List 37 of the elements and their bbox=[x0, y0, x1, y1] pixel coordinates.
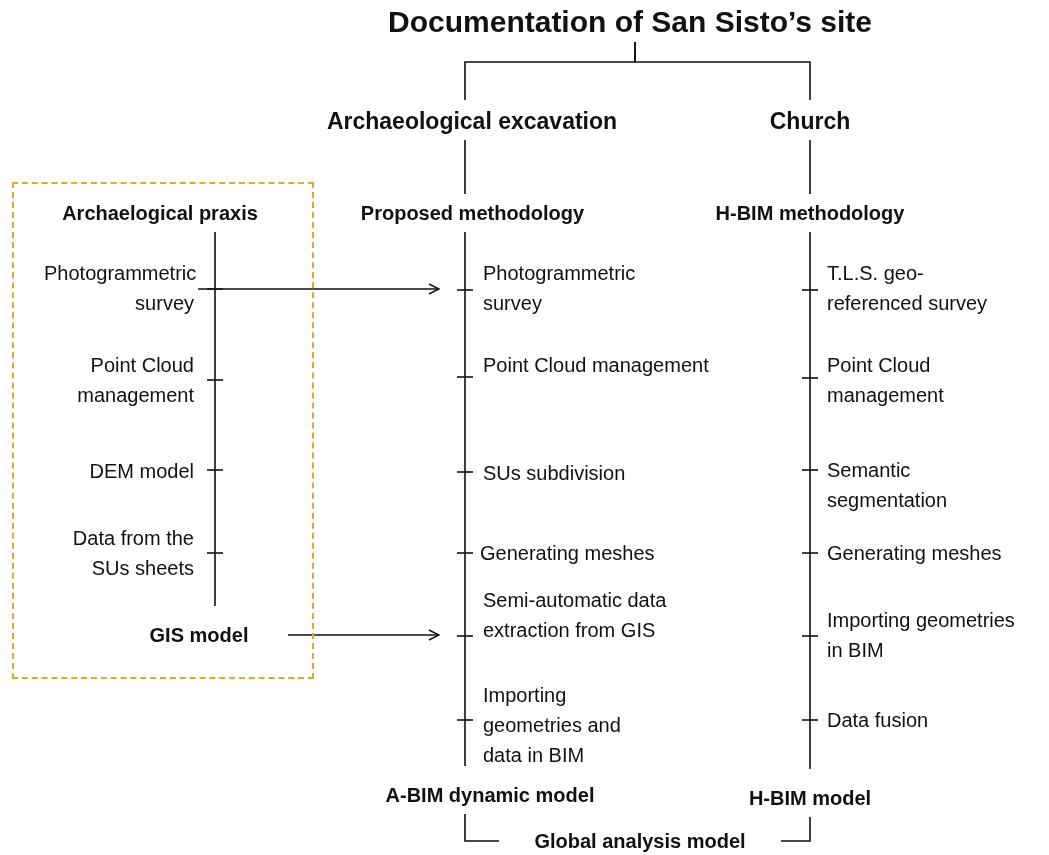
step-label: Data fusion bbox=[827, 705, 1027, 735]
branch-heading: Archaeological excavation bbox=[292, 106, 652, 136]
branch-heading: Church bbox=[755, 106, 865, 136]
step-label: Generating meshes bbox=[480, 538, 710, 568]
step-label: T.L.S. geo-referenced survey bbox=[827, 258, 997, 318]
result-label: GIS model bbox=[114, 620, 284, 650]
dashed-frame bbox=[12, 182, 314, 679]
step-label: Data from the SUs sheets bbox=[44, 523, 194, 583]
connector-line bbox=[464, 813, 500, 842]
step-label: Point Cloud management bbox=[44, 350, 194, 410]
column-heading: Proposed methodology bbox=[330, 198, 615, 228]
step-label: SUs subdivision bbox=[483, 458, 713, 488]
step-label: Semantic segmentation bbox=[827, 455, 1027, 515]
connector-line bbox=[464, 139, 466, 195]
column-heading: H-BIM methodology bbox=[685, 198, 935, 228]
result-label: A-BIM dynamic model bbox=[340, 780, 640, 810]
step-label: Photogrammetric survey bbox=[483, 258, 673, 318]
step-label: Photogrammetric survey bbox=[44, 258, 194, 318]
step-label: Importing geometries and data in BIM bbox=[483, 680, 653, 770]
arrow bbox=[287, 629, 440, 641]
step-label: Point Cloud management bbox=[827, 350, 1027, 410]
step-label: Generating meshes bbox=[827, 538, 1042, 568]
step-label: Point Cloud management bbox=[483, 350, 713, 380]
connector-line bbox=[809, 231, 811, 770]
column-heading: Archaelogical praxis bbox=[25, 198, 295, 228]
connector-line bbox=[214, 231, 216, 607]
site-heading: Documentation of San Sisto’s site bbox=[330, 4, 930, 40]
step-label: Semi-automatic data extraction from GIS bbox=[483, 585, 708, 645]
result-label: H-BIM model bbox=[725, 783, 895, 813]
arrow bbox=[197, 283, 440, 295]
connector-line bbox=[464, 231, 466, 767]
connector-line bbox=[780, 816, 811, 842]
connector-line bbox=[809, 139, 811, 195]
step-label: DEM model bbox=[44, 456, 194, 486]
connector-line bbox=[634, 41, 811, 101]
result-label: Global analysis model bbox=[505, 826, 775, 855]
step-label: Importing geometries in BIM bbox=[827, 605, 1032, 665]
